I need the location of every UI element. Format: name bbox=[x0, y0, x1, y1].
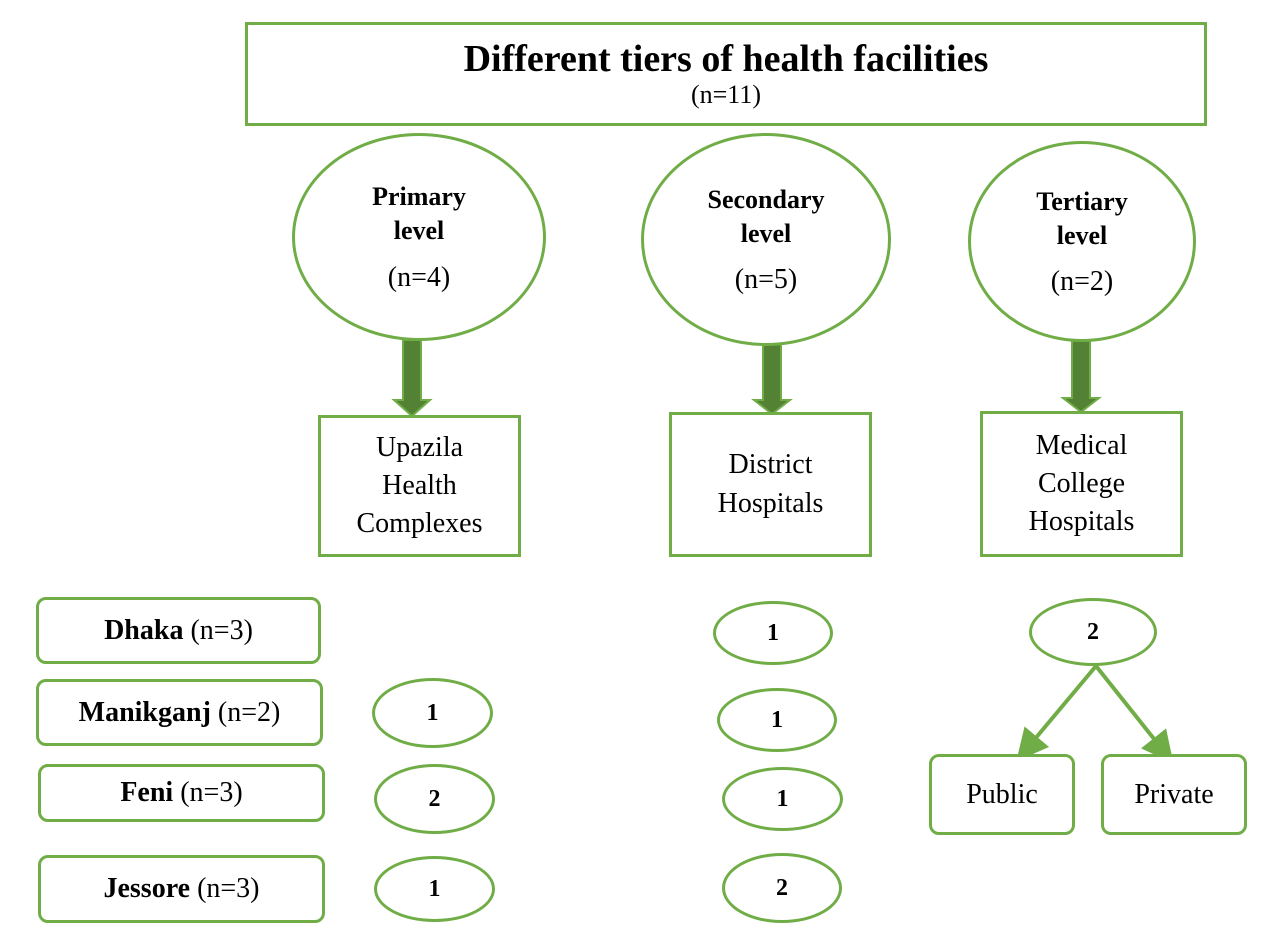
primary-down-arrow bbox=[391, 339, 433, 418]
primary-count-jessore: 1 bbox=[374, 856, 495, 922]
district-box-feni: Feni (n=3) bbox=[38, 764, 325, 822]
diagram-title-box: Different tiers of health facilities (n=… bbox=[245, 22, 1207, 126]
level-count: (n=2) bbox=[1050, 266, 1114, 298]
level-count: (n=5) bbox=[734, 264, 798, 296]
tertiary-count-dhaka: 2 bbox=[1029, 598, 1157, 666]
secondary-count-manikganj: 1 bbox=[717, 688, 837, 752]
primary-count-feni: 2 bbox=[374, 764, 495, 834]
facility-box-tertiary: Medical College Hospitals bbox=[980, 411, 1183, 557]
district-box-jessore: Jessore (n=3) bbox=[38, 855, 325, 923]
secondary-count-jessore: 2 bbox=[722, 853, 842, 923]
public-branch-arrow bbox=[1016, 664, 1098, 762]
district-box-manikganj: Manikganj (n=2) bbox=[36, 679, 323, 746]
facility-box-secondary: District Hospitals bbox=[669, 412, 872, 557]
secondary-down-arrow bbox=[751, 341, 793, 416]
secondary-count-dhaka: 1 bbox=[713, 601, 833, 665]
level-count: (n=4) bbox=[387, 261, 451, 293]
district-label: Feni (n=3) bbox=[120, 777, 243, 808]
diagram-total-n: (n=11) bbox=[690, 79, 761, 109]
tertiary-down-arrow bbox=[1060, 339, 1102, 414]
district-label: Dhaka (n=3) bbox=[104, 614, 253, 646]
public-box: Public bbox=[929, 754, 1075, 835]
district-label: Manikganj (n=2) bbox=[78, 696, 281, 728]
secondary-count-feni: 1 bbox=[722, 767, 843, 831]
private-branch-arrow bbox=[1094, 664, 1174, 764]
facility-box-primary: Upazila Health Complexes bbox=[318, 415, 521, 557]
district-label: Jessore (n=3) bbox=[103, 873, 260, 904]
primary-count-manikganj: 1 bbox=[372, 678, 493, 748]
district-box-dhaka: Dhaka (n=3) bbox=[36, 597, 321, 664]
diagram-title: Different tiers of health facilities bbox=[463, 37, 989, 80]
private-box: Private bbox=[1101, 754, 1247, 835]
